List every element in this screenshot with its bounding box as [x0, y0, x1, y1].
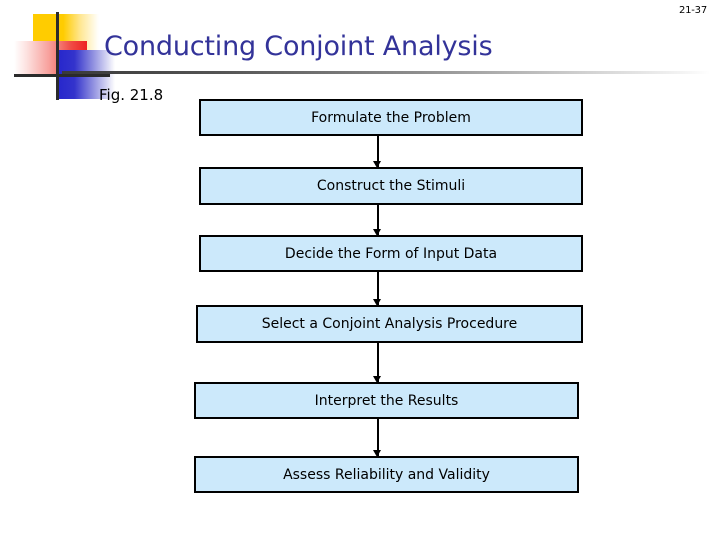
arrow-shaft: [377, 272, 379, 305]
arrow-shaft: [377, 343, 379, 382]
flow-arrow-2: [373, 205, 382, 236]
flow-step-label: Decide the Form of Input Data: [284, 245, 498, 262]
arrow-shaft: [377, 205, 379, 235]
arrow-shaft: [377, 136, 379, 167]
flow-step-box: Decide the Form of Input Data: [199, 235, 583, 272]
flow-step-label: Formulate the Problem: [311, 109, 471, 126]
page-title: Conducting Conjoint Analysis: [104, 31, 493, 62]
flow-step-box: Construct the Stimuli: [199, 167, 583, 205]
flow-step-box: Assess Reliability and Validity: [194, 456, 579, 493]
logo-vertical-line: [56, 12, 59, 100]
flow-arrow-4: [373, 343, 382, 383]
arrow-head-icon: [373, 161, 381, 168]
flow-step-box: Interpret the Results: [194, 382, 579, 419]
flow-step-box: Select a Conjoint Analysis Procedure: [196, 305, 583, 343]
figure-label: Fig. 21.8: [99, 86, 164, 104]
logo-horizontal-line: [14, 74, 110, 77]
decorative-logo: [14, 12, 115, 100]
flow-arrow-5: [373, 419, 382, 457]
flow-arrow-1: [373, 136, 382, 168]
slide-number: 21-37: [678, 5, 707, 16]
arrow-head-icon: [373, 229, 381, 236]
flow-arrow-3: [373, 272, 382, 306]
flow-step-label: Assess Reliability and Validity: [283, 466, 490, 483]
flow-step-label: Construct the Stimuli: [316, 178, 466, 194]
arrow-shaft: [377, 419, 379, 456]
flow-step-label: Interpret the Results: [314, 392, 459, 409]
arrow-head-icon: [373, 376, 381, 383]
flow-step-box: Formulate the Problem: [199, 99, 583, 136]
flow-step-label: Select a Conjoint Analysis Procedure: [261, 316, 518, 332]
arrow-head-icon: [373, 450, 381, 457]
title-divider: [62, 71, 710, 74]
arrow-head-icon: [373, 299, 381, 306]
